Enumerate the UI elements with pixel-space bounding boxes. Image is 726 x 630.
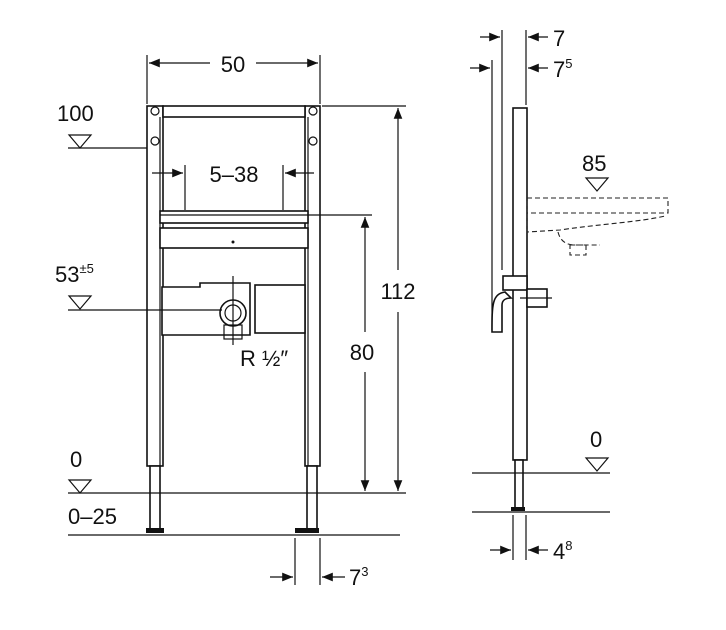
floor-range-label: 0–25 (68, 504, 117, 529)
foot-depth-label: 48 (553, 538, 572, 564)
top-level-marker: 100 (57, 101, 147, 149)
side-view: 7 75 85 0 (470, 26, 669, 564)
side-floor-level-marker: 0 (472, 427, 610, 513)
side-floor-level-label: 0 (590, 427, 602, 452)
opening-label: 5–38 (210, 162, 259, 187)
depth-b-label: 75 (553, 56, 572, 82)
total-height-label: 112 (380, 279, 415, 304)
top-level-label: 100 (57, 101, 94, 126)
basin-outline (526, 197, 669, 256)
opening-dimension: 5–38 (152, 162, 314, 210)
front-view: 50 (55, 52, 420, 590)
frame-side (491, 107, 552, 511)
connection-level-marker: 53±5 (55, 261, 222, 311)
floor-level-label: 0 (70, 447, 82, 472)
height-dimensions: 112 80 (308, 105, 420, 491)
depth-dimensions: 7 75 (470, 26, 572, 330)
basin-level-marker: 85 (582, 151, 610, 192)
foot-offset-dimension: 73 (270, 538, 368, 590)
installation-frame (146, 105, 321, 533)
connection-level-label: 53±5 (55, 261, 94, 287)
width-dimension: 50 (146, 52, 321, 104)
floor-level-marker: 0 0–25 (67, 447, 406, 536)
bracket-height-label: 80 (350, 340, 374, 365)
foot-offset-label: 73 (349, 564, 368, 590)
basin-level-label: 85 (582, 151, 606, 176)
foot-depth-dimension: 48 (490, 515, 572, 564)
thread-label: R ½″ (240, 346, 288, 371)
depth-a-label: 7 (553, 26, 565, 51)
width-label: 50 (221, 52, 245, 77)
